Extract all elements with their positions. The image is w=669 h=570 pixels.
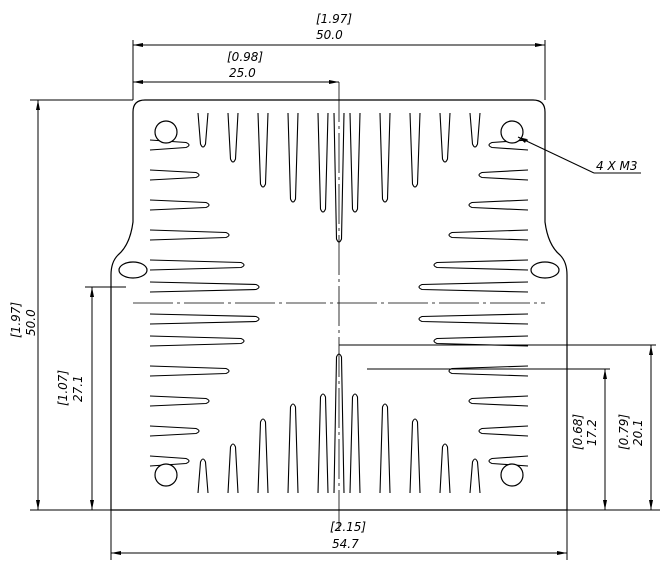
fin bbox=[197, 112, 209, 148]
fin bbox=[149, 313, 260, 325]
dim-text-mm: 50.0 bbox=[316, 28, 343, 42]
fin bbox=[257, 112, 269, 188]
mounting-hole bbox=[500, 120, 524, 144]
dim-half-width: [0.98] 25.0 bbox=[133, 50, 339, 84]
fin bbox=[227, 443, 239, 494]
fin bbox=[149, 281, 260, 293]
mounting-holes bbox=[118, 120, 560, 487]
dim-overall-width: [1.97] 50.0 bbox=[132, 12, 546, 100]
fin bbox=[418, 281, 529, 293]
fin bbox=[469, 112, 481, 148]
dim-text-inch: [0.79] bbox=[617, 414, 631, 450]
dim-overall-height: [1.97] 50.0 bbox=[9, 99, 660, 511]
fin bbox=[149, 169, 200, 181]
fin bbox=[468, 395, 529, 407]
fin bbox=[149, 425, 200, 437]
fin bbox=[379, 112, 391, 203]
dim-center-fin-offset: [0.79] 20.1 bbox=[339, 344, 656, 510]
fin bbox=[349, 393, 361, 494]
fin bbox=[197, 458, 209, 494]
fin bbox=[448, 229, 529, 241]
callout-text: 4 X M3 bbox=[596, 159, 637, 173]
fin bbox=[149, 229, 230, 241]
fin bbox=[257, 418, 269, 494]
fin bbox=[418, 313, 529, 325]
side-slot bbox=[118, 261, 148, 279]
fin bbox=[149, 365, 230, 377]
fin bbox=[488, 139, 529, 151]
fin bbox=[287, 112, 299, 203]
dim-text-mm: 54.7 bbox=[332, 537, 359, 551]
fin bbox=[469, 458, 481, 494]
fin bbox=[439, 443, 451, 494]
dim-text-inch: [2.15] bbox=[330, 520, 366, 534]
mounting-hole bbox=[154, 120, 178, 144]
dim-text-mm: 50.0 bbox=[24, 309, 38, 336]
fin bbox=[317, 112, 329, 213]
dim-text-inch: [1.97] bbox=[316, 12, 352, 26]
mounting-hole bbox=[154, 463, 178, 487]
fin bbox=[349, 112, 361, 213]
dim-text-inch: [0.98] bbox=[227, 50, 263, 64]
dim-base-width: [2.15] 54.7 bbox=[110, 510, 568, 560]
mounting-hole bbox=[500, 463, 524, 487]
fin bbox=[468, 199, 529, 211]
dim-text-mm: 17.2 bbox=[585, 419, 599, 446]
fin bbox=[317, 393, 329, 494]
side-slot bbox=[530, 261, 560, 279]
dim-text-inch: [0.68] bbox=[571, 414, 585, 450]
fin bbox=[149, 455, 190, 467]
fin bbox=[379, 403, 391, 494]
dim-text-inch: [1.07] bbox=[56, 370, 70, 406]
fin bbox=[149, 335, 245, 347]
fin bbox=[488, 455, 529, 467]
fin bbox=[433, 259, 529, 271]
fin bbox=[287, 403, 299, 494]
dim-base-height: [1.07] 27.1 bbox=[56, 286, 126, 510]
dim-text-mm: 25.0 bbox=[229, 66, 256, 80]
dim-text-inch: [1.97] bbox=[9, 302, 23, 338]
hole-callout: 4 X M3 bbox=[517, 136, 641, 174]
fin bbox=[149, 199, 210, 211]
fin bbox=[478, 169, 529, 181]
dim-text-mm: 27.1 bbox=[71, 375, 85, 402]
fins bbox=[149, 112, 529, 494]
fin bbox=[149, 395, 210, 407]
fin bbox=[409, 418, 421, 494]
fin bbox=[409, 112, 421, 188]
fin bbox=[227, 112, 239, 163]
dim-text-mm: 20.1 bbox=[631, 419, 645, 446]
fin bbox=[478, 425, 529, 437]
fin bbox=[439, 112, 451, 163]
fin bbox=[149, 139, 190, 151]
fin bbox=[149, 259, 245, 271]
dim-inner-fin-offset: [0.68] 17.2 bbox=[367, 368, 610, 510]
fin bbox=[433, 335, 529, 347]
